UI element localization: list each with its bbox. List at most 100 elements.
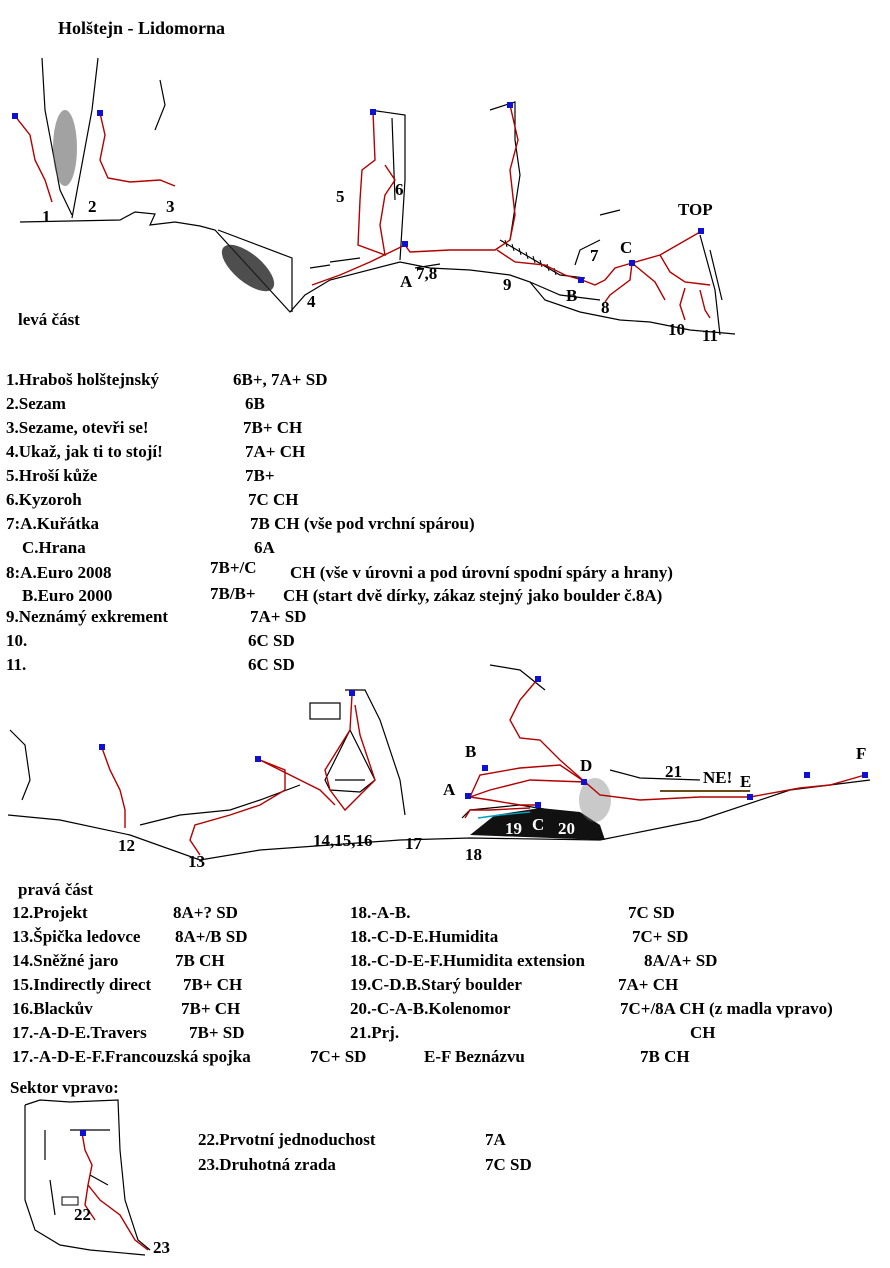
left-route-name: 9.Neznámý exkrement [6,607,169,626]
mid-label-20: 20 [558,819,575,838]
top-label-8: 8 [601,298,610,317]
right-route-name: 16.Blackův [12,999,93,1018]
top-label-1: 1 [42,207,51,226]
left-route-grade: 6A [254,538,275,557]
mid-label-f: F [856,744,867,763]
left-route-grade: 6C SD [248,631,295,650]
left-route-grade: 7B CH (vše pod vrchní spárou) [250,514,475,533]
right-route-grade: 7A+ CH [618,975,679,994]
right-route-name: 17.-A-D-E.Travers [12,1023,147,1042]
sector-route-grade: 7A [485,1130,506,1149]
mid-label-14-15-16: 14,15,16 [313,831,373,850]
mid-label-19: 19 [505,819,522,838]
top-label-2: 2 [88,197,97,216]
right-route-grade: 8A/A+ SD [644,951,718,970]
top-label-4: 4 [307,292,316,311]
right-route-name: 15.Indirectly direct [12,975,152,994]
left-route-name: 10. [6,631,28,650]
right-route-name: 17.-A-D-E-F.Francouzská spojka [12,1047,251,1066]
left-route-grade: 7A+ SD [250,607,307,626]
top-label-11: 11 [702,326,719,345]
top-label-5: 5 [336,187,345,206]
left-route-grade: 7B/B+ [210,584,256,603]
sector-route-grade: 7C SD [485,1155,532,1174]
left-route-name: B.Euro 2000 [22,586,113,605]
right-route-grade: 7B CH [640,1047,690,1066]
right-route-grade: 7C SD [628,903,675,922]
page-title: Holštejn - Lidomorna [58,18,226,38]
left-route-name: 2.Sezam [6,394,66,413]
mid-label-18: 18 [465,845,482,864]
topo-right-part [7,664,871,861]
left-route-name: 4.Ukaž, jak ti to stojí! [6,442,163,461]
top-label-top: TOP [678,200,713,219]
mid-label-a: A [443,780,456,799]
right-route-name: E-F Beznázvu [424,1047,525,1066]
mid-label-d: D [580,756,593,775]
top-label-3: 3 [166,197,175,216]
left-route-grade: 7B+ CH [243,418,303,437]
mid-label-e: E [740,772,752,791]
top-label-7: 7 [590,246,599,265]
right-route-name: 18.-C-D-E.Humidita [350,927,499,946]
top-label-6: 6 [395,180,404,199]
top-label-a: A [400,272,413,291]
left-route-name: C.Hrana [22,538,86,557]
left-route-name: 11. [6,655,27,674]
mid-label-c: C [532,815,545,834]
mid-label-21: 21 [665,762,682,781]
right-route-grade: 7B CH [175,951,225,970]
section-left-label: levá část [18,310,80,329]
right-route-grade: 8A+/B SD [175,927,248,946]
right-route-grade: 7C+/8A CH (z madla vpravo) [620,999,833,1018]
top-label-10: 10 [668,320,685,339]
right-route-grade: 7B+ CH [181,999,241,1018]
left-route-grade: 7C CH [248,490,299,509]
left-route-name: 5.Hroší kůže [6,466,98,485]
top-label-9: 9 [503,275,512,294]
right-route-grade: 8A+? SD [173,903,238,922]
bottom-label-22: 22 [74,1205,91,1224]
left-route-grade: 7B+/C [210,558,257,577]
right-route-name: 18.-C-D-E-F.Humidita extension [350,951,586,970]
top-label-c: C [620,238,633,257]
right-route-grade: 7B+ CH [183,975,243,994]
right-route-name: 12.Projekt [12,903,88,922]
left-route-name: 8:A.Euro 2008 [6,563,112,582]
right-route-name: 13.Špička ledovce [12,927,141,946]
mid-label-12: 12 [118,836,135,855]
left-route-name: 7:A.Kuřátka [6,514,100,533]
right-route-name: 20.-C-A-B.Kolenomor [350,999,511,1018]
left-route-grade: 7A+ CH [245,442,306,461]
right-route-grade: 7C+ SD [632,927,689,946]
mid-label-17: 17 [405,834,422,853]
sector-route-name: 22.Prvotní jednoduchost [198,1130,376,1149]
mid-label-ne: NE! [703,768,733,787]
left-route-note: CH (start dvě dírky, zákaz stejný jako b… [283,586,663,605]
right-route-name: 21.Prj. [350,1023,400,1042]
right-route-grade: 7C+ SD [310,1047,367,1066]
right-route-grade: CH [690,1023,716,1042]
right-route-name: 14.Sněžné jaro [12,951,119,970]
left-route-grade: 6B [245,394,265,413]
left-route-grade: 7B+ [245,466,275,485]
right-route-name: 19.C-D.B.Starý boulder [350,975,522,994]
right-route-grade: 7B+ SD [189,1023,245,1042]
topo-left-part [12,57,736,336]
topo-sector-right [24,1099,151,1256]
top-label-b: B [566,286,578,305]
right-route-name: 18.-A-B. [350,903,411,922]
left-route-name: 6.Kyzoroh [6,490,82,509]
section-right-label: pravá část [18,880,94,899]
left-route-grade: 6B+, 7A+ SD [233,370,328,389]
left-route-name: 3.Sezame, otevři se! [6,418,149,437]
left-route-note: CH (vše v úrovni a pod úrovní spodní spá… [290,563,673,582]
left-route-grade: 6C SD [248,655,295,674]
bottom-label-23: 23 [153,1238,170,1257]
mid-label-b: B [465,742,477,761]
section-sector-right-label: Sektor vpravo: [10,1078,119,1097]
sector-route-name: 23.Druhotná zrada [198,1155,336,1174]
left-route-name: 1.Hraboš holštejnský [6,370,160,389]
mid-label-13: 13 [188,852,205,871]
